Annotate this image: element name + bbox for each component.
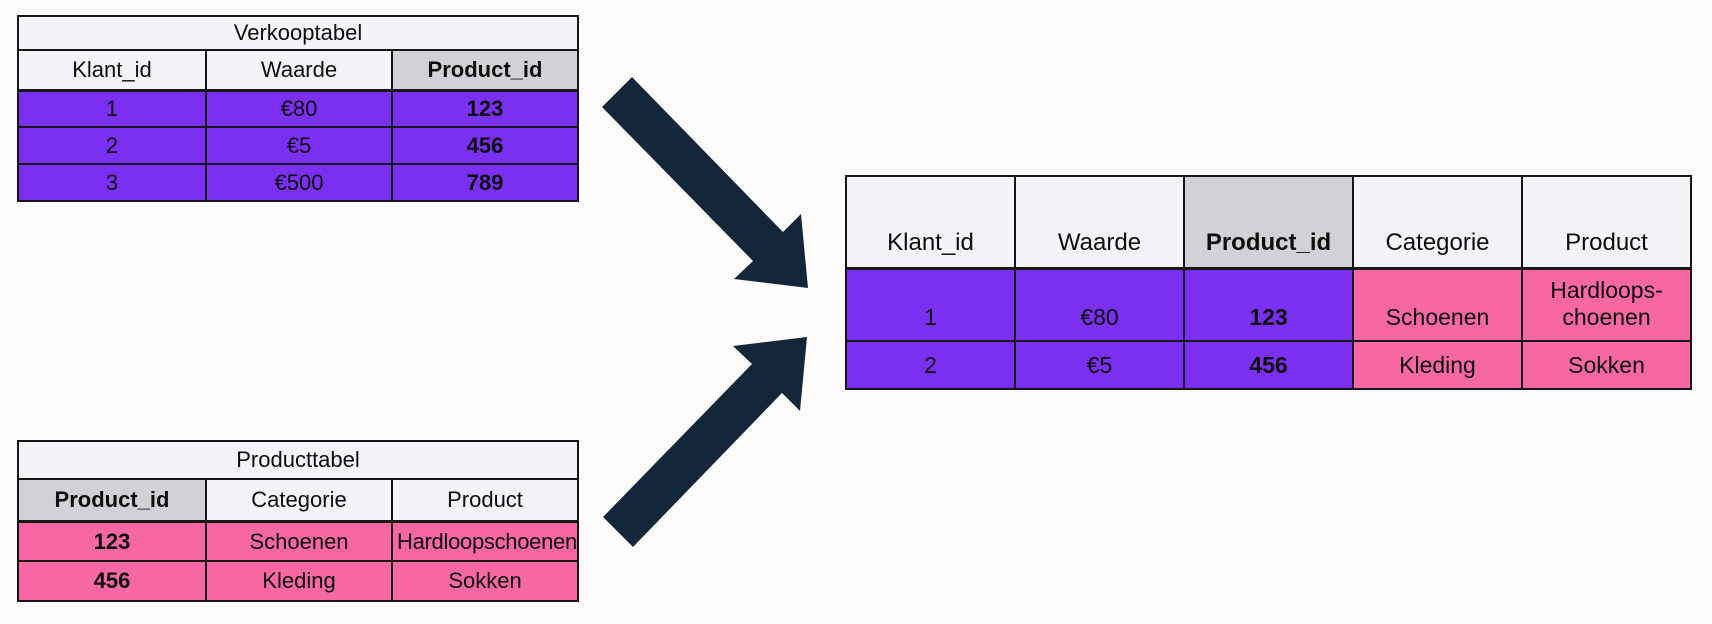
table-cell: 2 <box>845 340 1016 390</box>
table-cell: Kleding <box>1352 340 1523 390</box>
table-cell: Sokken <box>390 560 580 602</box>
table-row: 1 €80 123 Schoenen Hardloops- choenen <box>845 267 1692 342</box>
column-header-waarde: Waarde <box>1014 175 1185 270</box>
table-cell-key: 456 <box>1183 340 1354 390</box>
column-header-waarde: Waarde <box>205 49 393 92</box>
table-cell: Kleding <box>205 560 393 602</box>
join-arrow-bottom-icon <box>603 337 807 547</box>
table-cell: 3 <box>17 163 207 202</box>
table-cell: €500 <box>205 163 393 202</box>
table-cell: €5 <box>1014 340 1185 390</box>
table-row: 1 €80 123 <box>17 89 580 128</box>
table-row: 3 €500 789 <box>17 163 580 202</box>
product-table-title: Producttabel <box>16 440 580 480</box>
table-cell-key: 789 <box>390 163 580 202</box>
column-header-klant-id: Klant_id <box>17 49 207 92</box>
table-cell: Schoenen <box>205 520 393 562</box>
table-cell: €80 <box>1014 267 1185 342</box>
column-header-product: Product <box>390 478 580 523</box>
table-cell-key: 456 <box>390 126 580 165</box>
join-arrow-top-icon <box>602 77 808 288</box>
table-cell-key: 456 <box>17 560 207 602</box>
table-row: 2 €5 456 Kleding Sokken <box>845 340 1692 390</box>
table-cell: 2 <box>17 126 207 165</box>
column-header-categorie: Categorie <box>1352 175 1523 270</box>
sales-table-title: Verkooptabel <box>16 15 580 51</box>
column-header-categorie: Categorie <box>205 478 393 523</box>
table-cell: €5 <box>205 126 393 165</box>
table-cell-key: 123 <box>17 520 207 562</box>
joined-table: Klant_id Waarde Product_id Categorie Pro… <box>845 175 1692 390</box>
table-row: 2 €5 456 <box>17 126 580 165</box>
column-header-klant-id: Klant_id <box>845 175 1016 270</box>
product-table: Producttabel Product_id Categorie Produc… <box>16 440 580 602</box>
table-cell: Schoenen <box>1352 267 1523 342</box>
column-header-product-id: Product_id <box>1183 175 1354 270</box>
table-row: 123 Schoenen Hardloopschoenen <box>17 520 580 562</box>
table-cell-key: 123 <box>1183 267 1354 342</box>
table-cell: €80 <box>205 89 393 128</box>
table-cell-key: 123 <box>390 89 580 128</box>
table-cell: 1 <box>17 89 207 128</box>
column-header-product: Product <box>1521 175 1692 270</box>
table-cell: Hardloops- choenen <box>1521 267 1692 342</box>
table-cell: Hardloopschoenen <box>390 520 580 562</box>
table-cell: 1 <box>845 267 1016 342</box>
table-cell: Sokken <box>1521 340 1692 390</box>
sales-table: Verkooptabel Klant_id Waarde Product_id … <box>16 15 580 202</box>
column-header-product-id: Product_id <box>17 478 207 523</box>
column-header-product-id: Product_id <box>390 49 580 92</box>
table-row: 456 Kleding Sokken <box>17 560 580 602</box>
